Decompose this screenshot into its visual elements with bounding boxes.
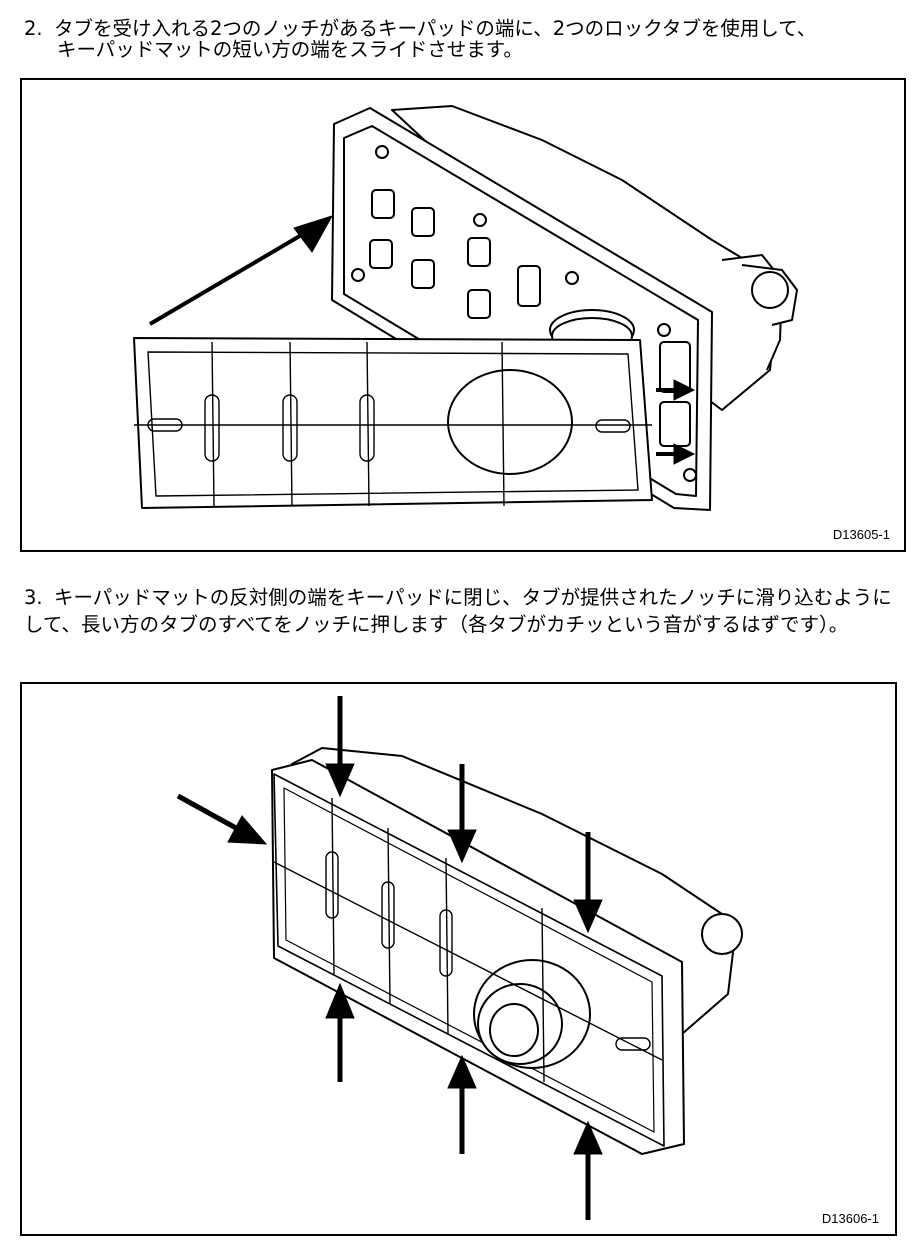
step-text-line-2: キーパッドマットの短い方の端をスライドさせます。 xyxy=(57,38,523,61)
step-number: 2. xyxy=(24,17,43,40)
step-2-instruction: 2. タブを受け入れる2つのノッチがあるキーパッドの端に、2つのロックタブを使用し… xyxy=(24,18,904,60)
keypad-mat-press-illustration xyxy=(176,696,743,1220)
step-text: キーパッドマットの反対側の端をキーパッドに閉じ、タブが提供されたノッチに滑り込む… xyxy=(24,586,892,636)
step-3-instruction: 3.キーパッドマットの反対側の端をキーパッドに閉じ、タブが提供されたノッチに滑り… xyxy=(24,584,904,638)
step-number: 3. xyxy=(24,586,43,609)
figure-keypad-mat-slide: D13605-1 xyxy=(20,78,906,552)
figure-id: D13605-1 xyxy=(832,527,890,542)
step-text-line-1: タブを受け入れる2つのノッチがあるキーパッドの端に、2つのロックタブを使用して、 xyxy=(54,17,817,40)
figure-id: D13606-1 xyxy=(821,1211,879,1226)
figure-keypad-mat-press: D13606-1 xyxy=(20,682,897,1236)
keypad-mat-slide-illustration xyxy=(133,105,798,511)
